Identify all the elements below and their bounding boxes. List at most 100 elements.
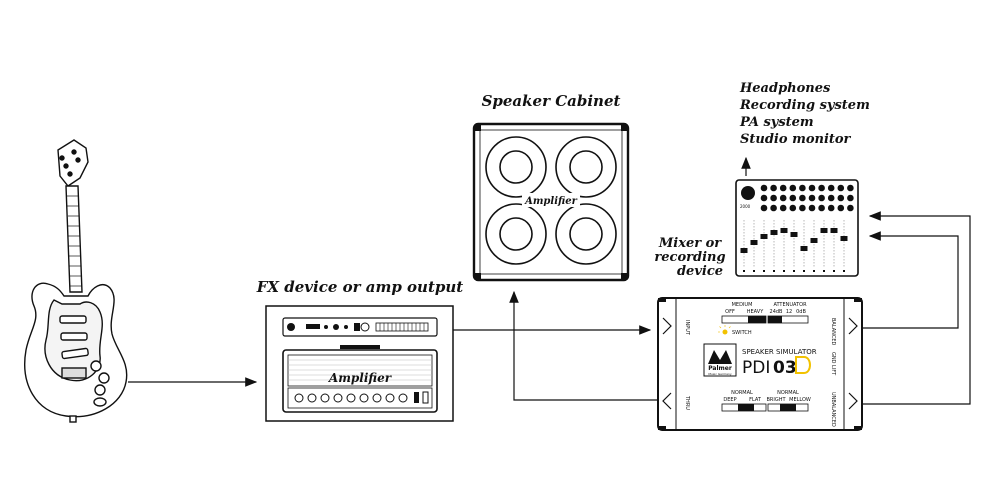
destination-studio-monitor: Studio monitor [740,132,852,147]
destination-headphones: Headphones [739,81,831,96]
destination-list: Headphones Recording system PA system St… [739,81,870,147]
mixer-knob-icon[interactable] [770,204,777,212]
mixer-knob-icon[interactable] [760,204,768,212]
balanced-jack-label: BALANCED [830,318,836,346]
electric-guitar-icon [24,139,128,423]
mixer-knob-icon[interactable] [789,184,797,192]
speaker-cabinet-label: Speaker Cabinet [482,92,621,110]
mixer-knob-icon[interactable] [760,184,768,192]
led-icon [718,325,731,335]
mixer-fader-bank [740,220,848,272]
deep-flat-switch[interactable]: NORMAL DEEP FLAT [721,390,767,412]
mixer-knob-icon[interactable] [799,204,806,212]
balanced-jack-icon[interactable] [848,317,858,335]
medium-switch[interactable]: MEDIUM OFF HEAVY [721,302,767,324]
mixer-knob-icon[interactable] [808,204,816,212]
pdi-model-number: 03 [773,358,797,378]
palmer-brand: Palmer [708,365,732,372]
input-jack-label: INPUT [684,320,690,336]
medium-switch-off: OFF [725,309,735,315]
mixer-fader-cap[interactable] [830,228,838,233]
medium-switch-heavy: HEAVY [747,309,764,315]
mixer-knob-grid [760,184,854,212]
fx-amp-box: Amplifier [265,305,454,422]
mixer-channel-led [843,270,845,272]
unbalanced-jack-label: UNBALANCED [830,392,836,427]
mixer-fader-cap[interactable] [740,248,748,253]
fx-device-label: FX device or amp output [256,278,464,296]
mixer-knob-icon[interactable] [760,194,768,202]
amp-control-knobs [294,393,408,403]
mixer-knob-icon[interactable] [837,184,845,192]
mixer-fader-cap[interactable] [750,240,758,245]
mixer-knob-icon[interactable] [789,194,797,202]
mixer-fader-cap[interactable] [790,232,798,237]
speaker-cone-icons [485,136,617,265]
unbalanced-jack-icon[interactable] [848,392,858,410]
mixer-knob-icon[interactable] [847,194,854,202]
mixer-knob-icon[interactable] [847,204,854,212]
arrow-pdi-thru-to-cabinet [509,290,658,401]
mixer-fader-cap[interactable] [800,246,808,251]
mixer-knob-icon[interactable] [827,184,835,192]
mixer-fader-cap[interactable] [820,228,828,233]
mixer-knob-icon[interactable] [818,184,825,192]
mixer-fader-cap[interactable] [840,236,848,241]
gnd-lift-label: GND LIFT [830,352,836,376]
mixer-knob-icon[interactable] [770,184,777,192]
mixer-fader-cap[interactable] [760,234,768,239]
mixer-knob-icon[interactable] [827,194,835,202]
mixer-channel-led [783,270,785,272]
arrow-pdi-balanced-to-mixer [862,231,959,329]
mixer-knob-icon[interactable] [808,184,816,192]
attenuator-24db: 24dB [770,309,784,315]
mixer-fader-cap[interactable] [780,228,788,233]
mixer-knob-icon[interactable] [818,204,825,212]
mixer-knob-icon[interactable] [827,204,835,212]
mixer-knob-icon[interactable] [818,194,825,202]
pdi-title: SPEAKER SIMULATOR [742,348,817,356]
mixer-device: 2000 [735,179,859,277]
mixer-knob-icon[interactable] [779,204,787,212]
mixer-channel-led [813,270,815,272]
input-jack-icon[interactable] [662,317,672,335]
mixer-knob-icon[interactable] [779,194,787,202]
mixer-main-knob-icon [741,186,755,200]
thru-jack-icon[interactable] [662,392,672,410]
attenuator-title: ATTENUATOR [773,302,807,308]
thru-jack-label: THRU [684,395,690,410]
mixer-channel-led [763,270,765,272]
mixer-label-line3: device [677,264,723,279]
mixer-knob-icon[interactable] [770,194,777,202]
destination-pa-system: PA system [739,115,814,130]
mixer-channel-led [773,270,775,272]
mixer-fader-cap[interactable] [810,238,818,243]
mixer-knob-icon[interactable] [808,194,816,202]
mixer-channel-led [803,270,805,272]
mixer-channel-led [823,270,825,272]
mixer-fader-cap[interactable] [770,230,778,235]
mixer-knob-label: 2000 [740,204,751,209]
mixer-knob-icon[interactable] [779,184,787,192]
pdi03-speaker-simulator: INPUT THRU BALANCED UNBALANCED GND LIFT … [657,297,863,431]
palmer-brand-sub: Music Germany [708,372,732,376]
cabinet-brand: Amplifier [524,196,578,207]
mixer-knob-icon[interactable] [799,194,806,202]
pdi-model-prefix: PDI [742,358,770,378]
mixer-label-line1: Mixer or [658,236,722,251]
mixer-channel-led [793,270,795,272]
mixer-knob-icon[interactable] [799,184,806,192]
mixer-knob-icon[interactable] [837,204,845,212]
mixer-label-line2: recording [654,250,725,265]
switch-label: SWITCH [732,330,752,336]
mixer-knob-icon[interactable] [789,204,797,212]
amp-head-brand: Amplifier [328,371,393,385]
mixer-channel-led [753,270,755,272]
attenuator-12: 12 [786,309,792,315]
attenuator-switch[interactable]: ATTENUATOR 24dB 12 0dB [767,302,809,324]
bright-switch-title: NORMAL [777,390,799,396]
bright-mellow-switch[interactable]: NORMAL BRIGHT MELLOW [766,390,811,412]
mixer-knob-icon[interactable] [837,194,845,202]
bright-switch-bright: BRIGHT [766,397,786,403]
mixer-knob-icon[interactable] [847,184,854,192]
